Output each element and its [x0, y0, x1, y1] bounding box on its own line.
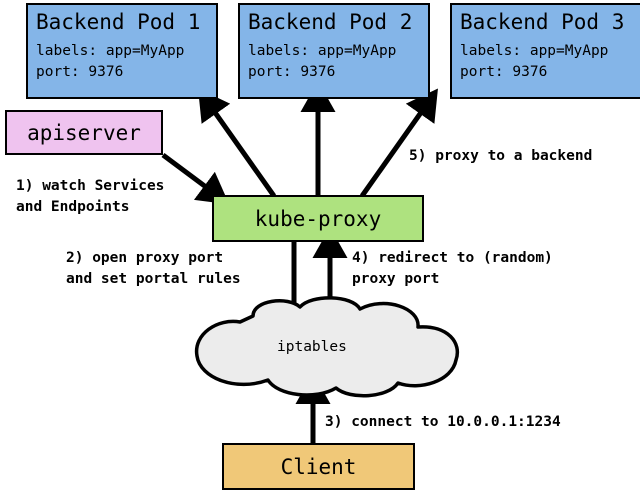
pod-2-labels: labels: app=MyApp — [248, 43, 397, 59]
step-4-label: 4) redirect to (random) proxy port — [352, 248, 553, 290]
pod-1-labels: labels: app=MyApp — [36, 43, 185, 59]
pod-3-title: Backend Pod 3 — [460, 10, 625, 34]
step-1-line-1: 1) watch Services — [16, 178, 165, 194]
step-4-line-1: 4) redirect to (random) — [352, 250, 553, 266]
client-label: Client — [280, 454, 357, 479]
pod-1-port: port: 9376 — [36, 64, 124, 80]
kubeproxy-label: kube-proxy — [254, 206, 382, 231]
iptables-label: iptables — [277, 339, 347, 355]
arrow-kubeproxy-to-pod3 — [359, 88, 438, 198]
arrow-apiserver-to-kubeproxy — [161, 152, 230, 205]
step-3-label: 3) connect to 10.0.0.1:1234 — [325, 412, 561, 433]
step-2-line-1: 2) open proxy port — [66, 250, 224, 266]
arrow-kubeproxy-to-pod1 — [198, 88, 277, 198]
pod-2-port: port: 9376 — [248, 64, 336, 80]
step-5-label: 5) proxy to a backend — [409, 146, 592, 167]
pod-2-title: Backend Pod 2 — [248, 10, 413, 34]
pod-3-port: port: 9376 — [460, 64, 548, 80]
apiserver-label: apiserver — [27, 120, 141, 145]
step-5-line-1: 5) proxy to a backend — [409, 148, 593, 164]
step-4-line-2: proxy port — [352, 271, 440, 287]
step-1-label: 1) watch Services and Endpoints — [16, 176, 164, 218]
iptables-cloud — [194, 296, 460, 398]
step-2-label: 2) open proxy port and set portal rules — [66, 248, 241, 290]
client-node[interactable]: Client — [222, 443, 415, 490]
pod-1-title: Backend Pod 1 — [36, 10, 201, 34]
backend-pod-1[interactable]: Backend Pod 1 labels: app=MyApp port: 93… — [26, 3, 218, 99]
step-1-line-2: and Endpoints — [16, 199, 130, 215]
pod-3-labels: labels: app=MyApp — [460, 43, 609, 59]
kubeproxy-node[interactable]: kube-proxy — [212, 195, 424, 242]
apiserver-node[interactable]: apiserver — [5, 110, 163, 155]
backend-pod-2[interactable]: Backend Pod 2 labels: app=MyApp port: 93… — [238, 3, 430, 99]
step-2-line-2: and set portal rules — [66, 271, 241, 287]
step-3-line-1: 3) connect to 10.0.0.1:1234 — [325, 414, 561, 430]
backend-pod-3[interactable]: Backend Pod 3 labels: app=MyApp port: 93… — [450, 3, 640, 99]
